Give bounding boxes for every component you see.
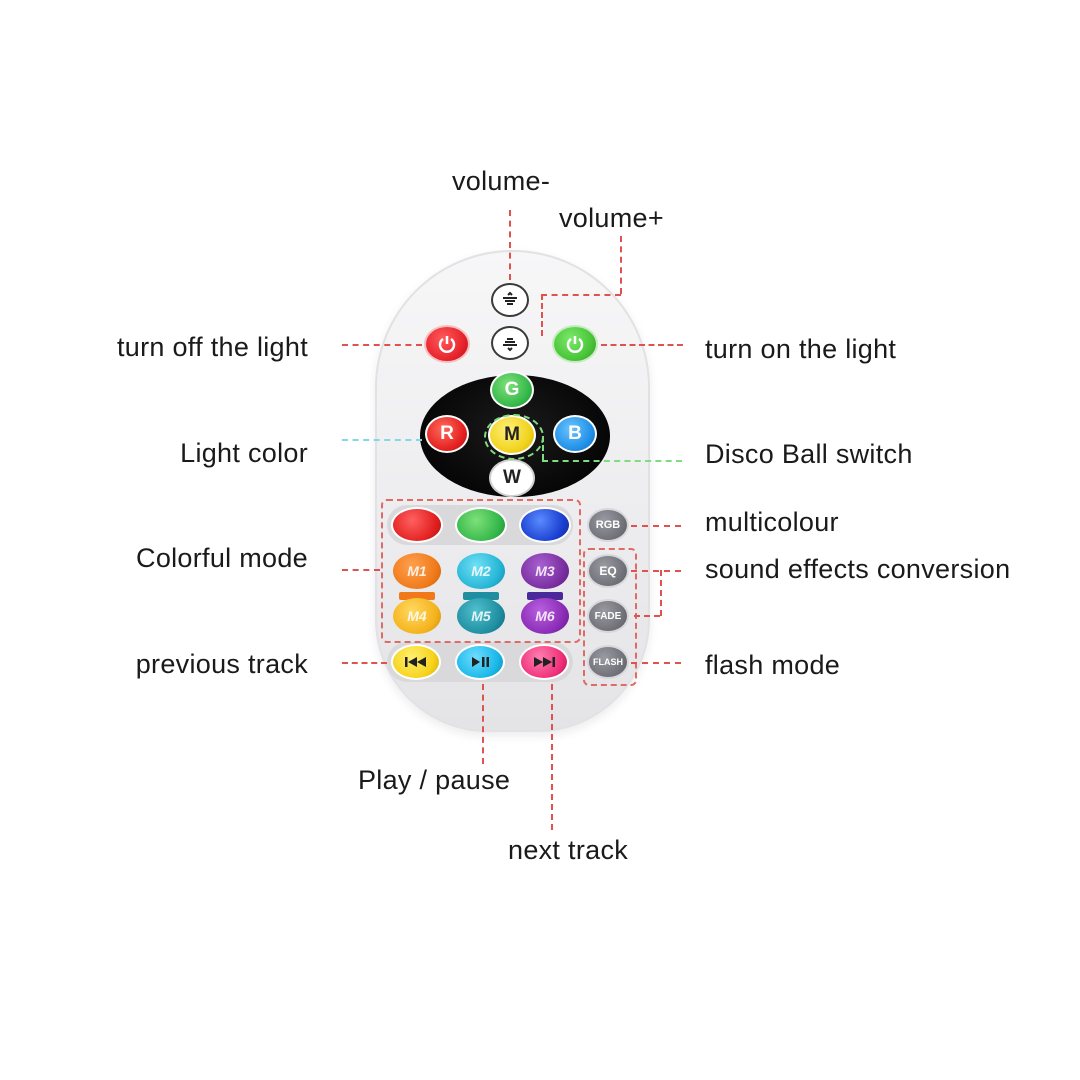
volume-down-button[interactable] (491, 283, 529, 317)
colorful-mode-label: Colorful mode (136, 543, 308, 573)
mode-m6-button[interactable]: M6 (521, 598, 569, 634)
volume-up-button[interactable] (491, 326, 529, 360)
colorful-mode-box (381, 499, 581, 643)
volume-minus-leader (509, 210, 511, 280)
color-r-button[interactable]: R (425, 415, 469, 453)
flash-button[interactable]: FLASH (587, 645, 629, 679)
mode-m1-button[interactable]: M1 (393, 553, 441, 589)
flash-mode-label: flash mode (705, 650, 841, 680)
fade-button[interactable]: FADE (587, 599, 629, 633)
volume-plus-leader-horizontal (541, 294, 621, 296)
turn-on-leader (601, 344, 683, 346)
mode-m3-button[interactable]: M3 (521, 553, 569, 589)
next-track-label: next track (508, 835, 629, 865)
eq-button[interactable]: EQ (587, 554, 629, 588)
color-g-button[interactable]: G (490, 371, 534, 409)
power-on-button[interactable] (552, 325, 598, 363)
power-off-button[interactable] (424, 325, 470, 363)
volume-plus-leader-drop (541, 294, 543, 336)
next-icon (531, 655, 557, 669)
mode-m5-button[interactable]: M5 (457, 598, 505, 634)
previous-icon (403, 655, 429, 669)
volume-down-icon (499, 291, 521, 309)
power-icon (564, 333, 586, 355)
light-color-leader (342, 439, 422, 441)
volume-minus-label: volume- (452, 166, 551, 196)
color-w-button[interactable]: W (489, 459, 535, 497)
disco-ball-label: Disco Ball switch (705, 439, 913, 469)
green-button[interactable] (455, 507, 507, 543)
next-track-leader (551, 684, 553, 830)
fade-tick-vertical (660, 570, 662, 616)
mode-m2-button[interactable]: M2 (457, 553, 505, 589)
mode-separator (527, 592, 563, 600)
colorful-mode-leader (342, 569, 380, 571)
sound-effects-leader (631, 570, 681, 572)
disco-leader-drop (542, 436, 544, 460)
disco-highlight-box (484, 414, 544, 460)
rgb-button[interactable]: RGB (587, 508, 629, 542)
light-color-label: Light color (180, 438, 308, 468)
disco-leader (542, 460, 682, 462)
fade-tick-leader (634, 615, 660, 617)
play-pause-icon (469, 655, 491, 669)
play-pause-leader (482, 684, 484, 764)
power-icon (436, 333, 458, 355)
sound-effects-box (583, 548, 637, 686)
previous-track-leader (342, 662, 387, 664)
multicolour-label: multicolour (705, 507, 839, 537)
volume-plus-leader-vertical (620, 236, 622, 294)
previous-track-button[interactable] (391, 644, 441, 680)
mode-separator (463, 592, 499, 600)
color-b-button[interactable]: B (553, 415, 597, 453)
mode-m4-button[interactable]: M4 (393, 598, 441, 634)
turn-on-label: turn on the light (705, 334, 897, 364)
mode-separator (399, 592, 435, 600)
sound-effects-label: sound effects conversion (705, 554, 1011, 584)
turn-off-label: turn off the light (116, 332, 308, 362)
volume-plus-label: volume+ (559, 203, 664, 233)
next-track-button[interactable] (519, 644, 569, 680)
red-button[interactable] (391, 507, 443, 543)
turn-off-leader (342, 344, 422, 346)
flash-mode-leader (631, 662, 681, 664)
volume-up-icon (499, 334, 521, 352)
previous-track-label: previous track (135, 649, 308, 679)
play-pause-button[interactable] (455, 644, 505, 680)
play-pause-label: Play / pause (358, 765, 511, 795)
blue-button[interactable] (519, 507, 571, 543)
multicolour-leader (631, 525, 681, 527)
